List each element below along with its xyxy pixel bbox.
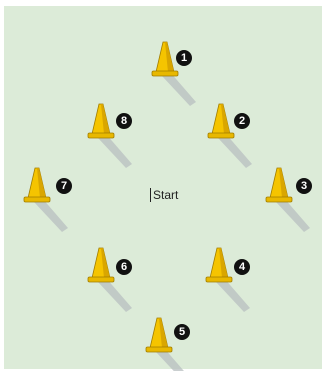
cone-8: [86, 102, 116, 142]
cone-icon: [204, 246, 234, 286]
cone-number-badge: 5: [174, 324, 190, 340]
cone-5: [144, 316, 174, 356]
cone-icon: [264, 166, 294, 206]
cone-number-badge: 8: [116, 113, 132, 129]
cone-number-badge: 7: [56, 178, 72, 194]
drill-field: 1 2 3 4: [4, 6, 322, 369]
cone-6: [86, 246, 116, 286]
cone-number-badge: 6: [116, 259, 132, 275]
start-label: Start: [150, 188, 178, 202]
cone-number-badge: 3: [296, 178, 312, 194]
cone-icon: [22, 166, 52, 206]
cone-number-badge: 4: [234, 259, 250, 275]
cone-2: [206, 102, 236, 142]
cone-7: [22, 166, 52, 206]
cone-number-badge: 1: [176, 50, 192, 66]
cone-icon: [206, 102, 236, 142]
cone-icon: [86, 102, 116, 142]
cone-icon: [86, 246, 116, 286]
cone-3: [264, 166, 294, 206]
cone-number-badge: 2: [234, 113, 250, 129]
cone-icon: [144, 316, 174, 356]
cone-4: [204, 246, 234, 286]
